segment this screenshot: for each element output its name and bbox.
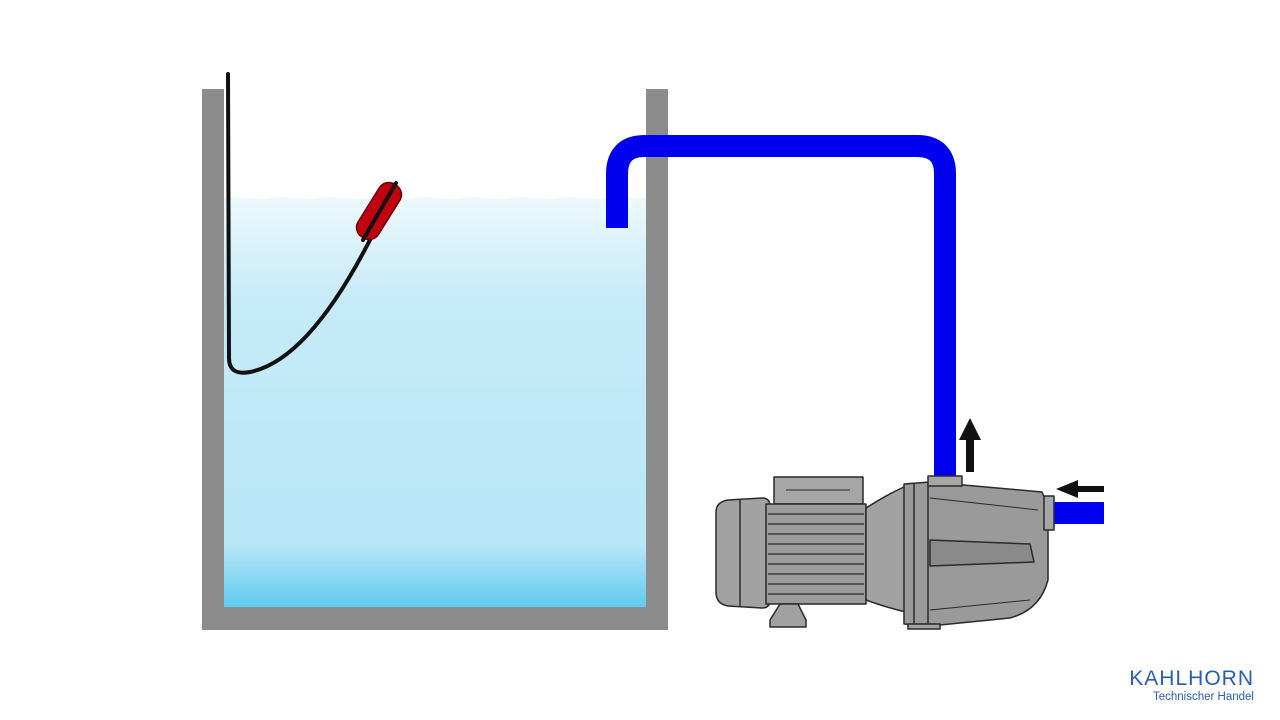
pump-end-cap	[715, 497, 771, 609]
pump-cooling-fins	[768, 513, 864, 595]
arrow-left-icon	[1056, 480, 1104, 498]
pump-foot	[769, 603, 807, 628]
pump-outlet-flange	[927, 475, 963, 487]
pump-inlet-flange	[1043, 495, 1055, 531]
float-cable	[226, 72, 376, 375]
tank-floor	[202, 607, 668, 630]
brand-name: KAHLHORN	[1129, 667, 1254, 690]
brand-tagline: Technischer Handel	[1152, 691, 1254, 703]
tank-wall-left	[202, 89, 224, 630]
arrow-up-icon	[959, 418, 981, 472]
pump-neck	[865, 485, 907, 613]
pump-base	[907, 623, 941, 630]
water	[224, 196, 646, 607]
pump	[715, 475, 1055, 630]
tank-wall-right	[646, 89, 668, 630]
inlet-pipe	[1052, 502, 1104, 524]
water-tank	[202, 89, 668, 630]
float-switch	[226, 72, 403, 375]
brand-logo: KAHLHORN Technischer Handel	[1129, 668, 1254, 704]
float-cable-inner	[361, 181, 398, 242]
pump-housing-window	[929, 539, 1035, 567]
outlet-pipe	[606, 135, 956, 478]
